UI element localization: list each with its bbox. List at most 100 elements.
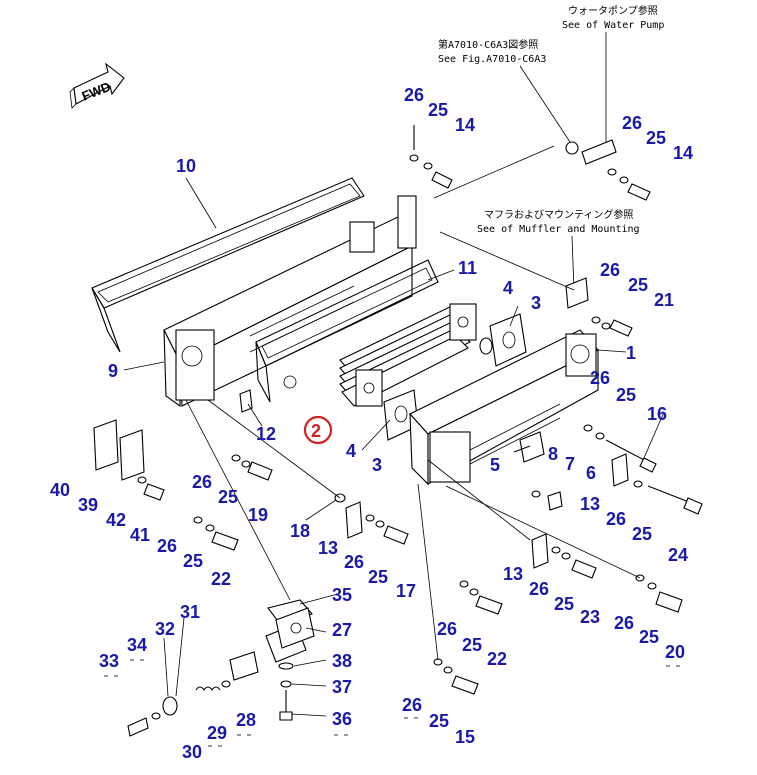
plate-39-40: [93, 419, 145, 481]
callout-24: 24: [668, 545, 688, 565]
callout-33: 33: [99, 651, 119, 671]
callout-25a: 25: [428, 100, 448, 120]
callout-26l: 26: [402, 695, 422, 715]
callout-29: 29: [207, 723, 227, 743]
note-dashes: [104, 659, 680, 747]
figure-ref-en: See Fig.A7010-C6A3: [438, 54, 546, 65]
bolt-group-23: [531, 533, 597, 579]
callout-37: 37: [332, 677, 352, 697]
callout-25g: 25: [368, 567, 388, 587]
callout-26a: 26: [404, 85, 424, 105]
callout-19: 19: [248, 505, 268, 525]
callout-10: 10: [176, 156, 196, 176]
cover-1: [409, 329, 599, 486]
callout-26k: 26: [614, 613, 634, 633]
callout-15: 15: [455, 727, 475, 747]
callout-16: 16: [647, 404, 667, 424]
highlight-part-2: 2: [303, 415, 333, 445]
callout-26f: 26: [192, 472, 212, 492]
callout-31: 31: [180, 602, 200, 622]
callout-26e: 26: [606, 509, 626, 529]
callout-26h: 26: [157, 536, 177, 556]
muffler-ref-jp: マフラおよびマウンティング参照: [484, 208, 633, 221]
callout-7: 7: [565, 454, 575, 474]
callout-30: 30: [182, 742, 202, 762]
callout-25c: 25: [628, 275, 648, 295]
bolt-group-19: [231, 454, 273, 481]
bolt-group-24: [611, 453, 703, 515]
callout-25k: 25: [639, 627, 659, 647]
callout-26g: 26: [344, 552, 364, 572]
bolt-group-17: [345, 501, 409, 545]
callout-1: 1: [626, 343, 636, 363]
callout-14b: 14: [673, 143, 693, 163]
gasket-11: [255, 259, 439, 403]
callout-27: 27: [332, 620, 352, 640]
callout-8: 8: [548, 444, 558, 464]
callout-34: 34: [127, 635, 147, 655]
fwd-arrow-icon: FWD: [69, 62, 125, 109]
fitting-5-8: [513, 431, 545, 463]
callout-26i: 26: [529, 579, 549, 599]
bolt-group-20: [635, 574, 683, 613]
callout-28: 28: [236, 710, 256, 730]
callout-26b: 26: [622, 113, 642, 133]
callout-13a: 13: [580, 494, 600, 514]
callout-41: 41: [130, 525, 150, 545]
bolt-group-21: [565, 277, 633, 337]
plug-12: [239, 389, 253, 413]
callout-38: 38: [332, 651, 352, 671]
callouts: 26 25 14 26 25 14 10 11 4 3 26 25 21 1 9…: [50, 85, 693, 762]
bracket-water-pump: [565, 139, 617, 165]
callout-4b: 4: [346, 441, 356, 461]
callout-40: 40: [50, 480, 70, 500]
muffler-reference: マフラおよびマウンティング参照 See of Muffler and Mount…: [477, 208, 640, 291]
callout-14a: 14: [455, 115, 475, 135]
callout-4a: 4: [503, 278, 513, 298]
leader-lines: [123, 145, 665, 717]
gasket-10: [91, 177, 365, 353]
plug-assembly-28-34: [127, 651, 259, 737]
callout-22a: 22: [211, 569, 231, 589]
callout-23: 23: [580, 607, 600, 627]
highlight-label: 2: [311, 421, 321, 441]
callout-25f: 25: [218, 487, 238, 507]
bolt-group-22b: [459, 580, 503, 615]
callout-13b: 13: [318, 538, 338, 558]
callout-25h: 25: [183, 551, 203, 571]
bolt-group-22a: [193, 516, 239, 551]
muffler-ref-en: See of Muffler and Mounting: [477, 224, 640, 235]
callout-17: 17: [396, 581, 416, 601]
figure-reference: 第A7010-C6A3図参照 See Fig.A7010-C6A3: [438, 38, 571, 143]
water-pump-reference: ウォータポンプ参照 See of Water Pump: [562, 4, 664, 148]
callout-36: 36: [332, 709, 352, 729]
callout-39: 39: [78, 495, 98, 515]
bolt-group-41: [137, 476, 165, 501]
callout-25j: 25: [462, 635, 482, 655]
gasket-3-upper: [479, 313, 527, 367]
callout-25d: 25: [616, 385, 636, 405]
callout-22b: 22: [487, 649, 507, 669]
callout-3b: 3: [372, 455, 382, 475]
callout-11: 11: [458, 258, 477, 278]
water-pump-ref-jp: ウォータポンプ参照: [568, 4, 658, 17]
callout-13c: 13: [503, 564, 523, 584]
callout-26c: 26: [600, 260, 620, 280]
callout-25i: 25: [554, 594, 574, 614]
callout-26j: 26: [437, 619, 457, 639]
callout-21: 21: [654, 290, 674, 310]
callout-18: 18: [290, 521, 310, 541]
cooler-housing-9: [163, 195, 417, 408]
callout-9: 9: [108, 361, 118, 381]
plug-6-7: [531, 490, 563, 511]
bolt-group-14b: [607, 168, 651, 201]
cooler-element-2: [339, 303, 477, 407]
valve-block-27: [265, 599, 315, 721]
callout-20: 20: [665, 642, 685, 662]
callout-12: 12: [256, 424, 276, 444]
callout-3a: 3: [531, 293, 541, 313]
callout-25l: 25: [429, 711, 449, 731]
callout-42: 42: [106, 510, 126, 530]
bolt-group-14a: [409, 125, 453, 189]
